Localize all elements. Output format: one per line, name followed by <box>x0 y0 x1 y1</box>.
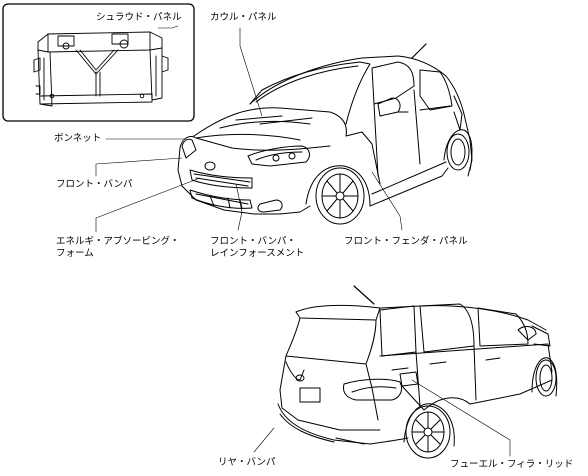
rear-car-drawing <box>277 285 558 459</box>
label-bumper-reinforcement-line1: フロント・バンパ・ <box>210 236 296 247</box>
front-car-drawing <box>177 43 473 225</box>
label-energy-foam-line2: フォーム <box>56 248 94 259</box>
label-cowl-panel: カウル・パネル <box>210 12 277 23</box>
shroud-panel-drawing <box>33 31 169 107</box>
leader-energy-foam <box>95 177 201 233</box>
leader-front-fender <box>371 171 403 231</box>
label-bonnet: ボンネット <box>54 133 102 144</box>
leader-front-bumper <box>95 157 183 177</box>
shroud-panel-inset <box>2 3 195 122</box>
leader-shroud-panel <box>157 25 179 29</box>
label-energy-foam-line1: エネルギ・アブソービング・ <box>56 236 180 247</box>
leader-cowl-panel <box>239 27 263 117</box>
label-shroud-panel: シュラウド・パネル <box>96 12 182 23</box>
label-bumper-reinforcement-line2: レインフォースメント <box>210 248 305 259</box>
label-front-fender-panel: フロント・フェンダ・パネル <box>344 236 468 247</box>
leader-lines <box>95 27 511 457</box>
leader-fuel-lid <box>411 379 511 457</box>
label-fuel-filler-lid: フューエル・フィラ・リッド <box>450 459 574 470</box>
label-rear-bumper: リヤ・バンパ <box>218 457 276 468</box>
label-front-bumper: フロント・バンパ <box>56 179 133 190</box>
leader-bumper-reinforcement <box>235 183 243 231</box>
leader-rear-bumper <box>253 427 275 453</box>
